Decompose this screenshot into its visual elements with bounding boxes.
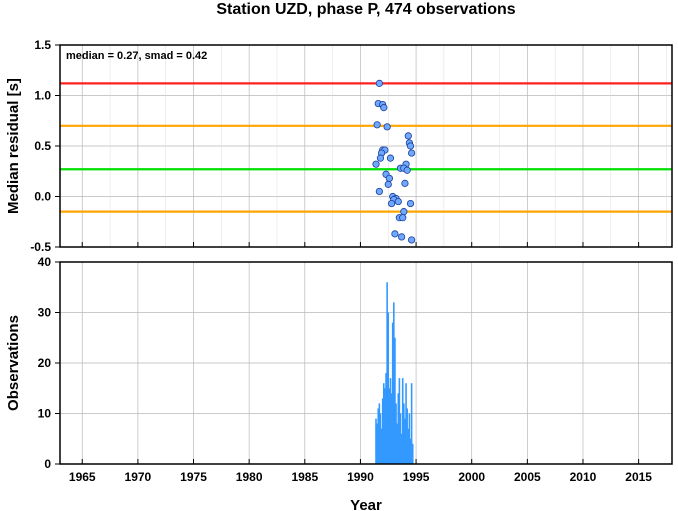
residual-y-tick-label: -0.5 (30, 240, 51, 254)
residual-reference-lines (60, 82, 672, 213)
residual-points (372, 79, 416, 244)
residual-point (375, 187, 383, 196)
observations-panel: 0 10 20 30 40 1965 1970 1975 1980 1985 1990 1995 20… (5, 255, 673, 511)
observations-y-ticks: 0 10 20 30 40 (38, 255, 60, 471)
residual-point (394, 197, 402, 206)
residual-point (380, 104, 388, 112)
residual-point (406, 199, 415, 208)
residual-point (403, 166, 411, 174)
x-axis-label: Year (350, 497, 382, 511)
x-tick-label: 2010 (570, 470, 597, 484)
residual-y-tick-label: 0.5 (34, 139, 51, 153)
observations-x-ticks: 1965 1970 1975 1980 1985 1990 1995 2000 2005 2010… (69, 470, 652, 484)
x-tick-label: 1985 (291, 470, 318, 484)
residual-y-tick-label: 1.0 (34, 89, 51, 103)
residual-grid (60, 44, 672, 248)
observations-y-tick-label: 20 (38, 356, 52, 370)
residual-point (384, 180, 392, 188)
residual-panel: -0.5 0.0 0.5 1.0 1.5 median = 0.27, smad = 0… (5, 38, 673, 254)
residual-point (376, 154, 385, 162)
chart-title: Station UZD, phase P, 474 observations (216, 1, 515, 18)
residual-point (398, 233, 406, 241)
observations-y-tick-label: 30 (38, 306, 52, 320)
residual-point (406, 142, 415, 150)
x-tick-label: 1965 (69, 470, 96, 484)
residual-point (385, 174, 393, 182)
x-tick-label: 2005 (514, 470, 541, 484)
residual-annotation: median = 0.27, smad = 0.42 (66, 50, 207, 62)
residual-point (399, 214, 407, 222)
x-tick-label: 1970 (125, 470, 152, 484)
observations-bars (375, 282, 414, 464)
residual-y-tick-label: 0.0 (34, 190, 51, 204)
x-tick-label: 1995 (403, 470, 430, 484)
residual-point (386, 154, 395, 162)
residual-point (375, 79, 383, 87)
observations-y-tick-label: 10 (38, 407, 52, 421)
observations-y-tick-label: 40 (38, 255, 52, 269)
residual-point (372, 160, 380, 168)
residual-point (408, 236, 416, 244)
residual-point (373, 121, 381, 129)
residual-y-ticks: -0.5 0.0 0.5 1.0 1.5 (30, 38, 60, 254)
residual-point (404, 132, 412, 140)
residual-y-tick-label: 1.5 (34, 38, 51, 52)
residual-point (383, 123, 391, 131)
observations-y-tick-label: 0 (44, 457, 51, 471)
x-tick-label: 2015 (625, 470, 652, 484)
x-tick-label: 2000 (458, 470, 485, 484)
x-tick-label: 1980 (236, 470, 263, 484)
residual-point (387, 199, 396, 208)
residual-point (408, 149, 416, 157)
x-tick-label: 1975 (180, 470, 207, 484)
residual-y-axis-label: Median residual [s] (5, 78, 22, 214)
residual-point (391, 230, 399, 238)
residual-point (400, 208, 408, 216)
x-tick-label: 1990 (347, 470, 374, 484)
residual-point (401, 179, 409, 187)
observations-y-axis-label: Observations (5, 315, 22, 411)
